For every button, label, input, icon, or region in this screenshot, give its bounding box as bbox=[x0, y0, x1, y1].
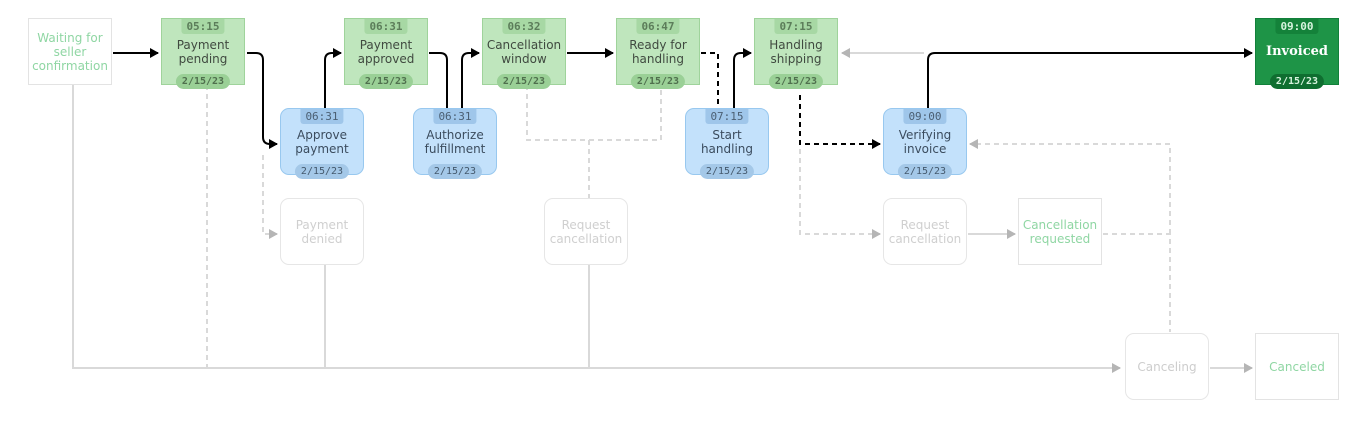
link-payment-approved-authorize bbox=[429, 52, 448, 108]
action-verifying-invoice[interactable]: 09:00 Verifying invoice 2/15/23 bbox=[883, 108, 967, 179]
state-waiting-for-seller-confirmation[interactable]: Waiting for seller confirmation bbox=[28, 18, 112, 85]
node-time: 05:15 bbox=[181, 19, 225, 34]
node-date: 2/15/23 bbox=[294, 164, 350, 179]
node-label: Payment denied bbox=[295, 217, 349, 246]
node-date: 2/15/23 bbox=[630, 74, 686, 89]
node-label: Invoiced bbox=[1266, 43, 1328, 59]
state-handling-shipping[interactable]: 07:15 Handling shipping 2/15/23 bbox=[754, 18, 838, 89]
node-label: Handling shipping bbox=[769, 37, 823, 66]
node-time: 09:00 bbox=[1275, 19, 1319, 34]
node-time: 06:31 bbox=[364, 19, 408, 34]
link-authorize-cancellation-window bbox=[461, 48, 480, 108]
link-verifying-invoiced bbox=[927, 48, 1253, 108]
node-date: 2/15/23 bbox=[175, 74, 231, 89]
link-start-handling-shipping bbox=[733, 48, 752, 108]
link-waiting-canceling bbox=[72, 85, 1121, 373]
link-handling-request-cancel2 bbox=[799, 95, 881, 239]
node-label: Canceled bbox=[1269, 359, 1325, 374]
state-invoiced[interactable]: 09:00 Invoiced 2/15/23 bbox=[1255, 18, 1339, 89]
link-handling-verifying bbox=[799, 95, 881, 149]
node-label: Payment pending bbox=[176, 37, 230, 66]
node-label: Verifying invoice bbox=[898, 127, 952, 156]
link-cancellation-window-request bbox=[526, 85, 662, 141]
node-time: 06:31 bbox=[433, 109, 477, 124]
node-time: 09:00 bbox=[903, 109, 947, 124]
action-approve-payment[interactable]: 06:31 Approve payment 2/15/23 bbox=[280, 108, 364, 179]
node-label: Request cancellation bbox=[549, 217, 623, 246]
node-label: Request cancellation bbox=[888, 217, 962, 246]
node-time: 07:15 bbox=[705, 109, 749, 124]
link-cancellation-requested-canceling bbox=[1103, 233, 1171, 332]
link-approve-payment-approved bbox=[324, 48, 342, 108]
node-label: Cancellation requested bbox=[1022, 217, 1098, 246]
link-payment-pending-approve bbox=[247, 52, 278, 149]
action-start-handling[interactable]: 07:15 Start handling 2/15/23 bbox=[685, 108, 769, 179]
node-label: Canceling bbox=[1137, 359, 1197, 374]
state-cancellation-requested[interactable]: Cancellation requested bbox=[1018, 198, 1102, 265]
node-time: 06:31 bbox=[300, 109, 344, 124]
action-payment-denied[interactable]: Payment denied bbox=[280, 198, 364, 265]
node-label: Approve payment bbox=[295, 127, 349, 156]
state-payment-approved[interactable]: 06:31 Payment approved 2/15/23 bbox=[344, 18, 428, 89]
action-request-cancellation-2[interactable]: Request cancellation bbox=[883, 198, 967, 265]
state-payment-pending[interactable]: 05:15 Payment pending 2/15/23 bbox=[161, 18, 245, 89]
node-date: 2/15/23 bbox=[897, 164, 953, 179]
node-label: Authorize fulfillment bbox=[424, 127, 486, 156]
node-time: 06:32 bbox=[502, 19, 546, 34]
state-canceled[interactable]: Canceled bbox=[1255, 333, 1339, 400]
state-cancellation-window[interactable]: 06:32 Cancellation window 2/15/23 bbox=[482, 18, 566, 89]
node-label: Ready for handling bbox=[629, 37, 687, 66]
node-date: 2/15/23 bbox=[1269, 74, 1325, 89]
node-label: Waiting for seller confirmation bbox=[32, 30, 108, 73]
node-date: 2/15/23 bbox=[768, 74, 824, 89]
link-ready-start-handling bbox=[701, 52, 719, 108]
link-cancellation-requested-verifying bbox=[969, 139, 1171, 234]
node-time: 06:47 bbox=[636, 19, 680, 34]
node-date: 2/15/23 bbox=[427, 164, 483, 179]
node-date: 2/15/23 bbox=[496, 74, 552, 89]
link-payment-pending-denied bbox=[262, 155, 278, 239]
node-label: Cancellation window bbox=[486, 37, 562, 66]
node-date: 2/15/23 bbox=[358, 74, 414, 89]
node-label: Start handling bbox=[700, 127, 754, 156]
node-label: Payment approved bbox=[357, 37, 415, 66]
node-time: 07:15 bbox=[774, 19, 818, 34]
state-canceling[interactable]: Canceling bbox=[1125, 333, 1209, 400]
node-date: 2/15/23 bbox=[699, 164, 755, 179]
action-authorize-fulfillment[interactable]: 06:31 Authorize fulfillment 2/15/23 bbox=[413, 108, 497, 179]
action-request-cancellation[interactable]: Request cancellation bbox=[544, 198, 628, 265]
state-ready-for-handling[interactable]: 06:47 Ready for handling 2/15/23 bbox=[616, 18, 700, 89]
